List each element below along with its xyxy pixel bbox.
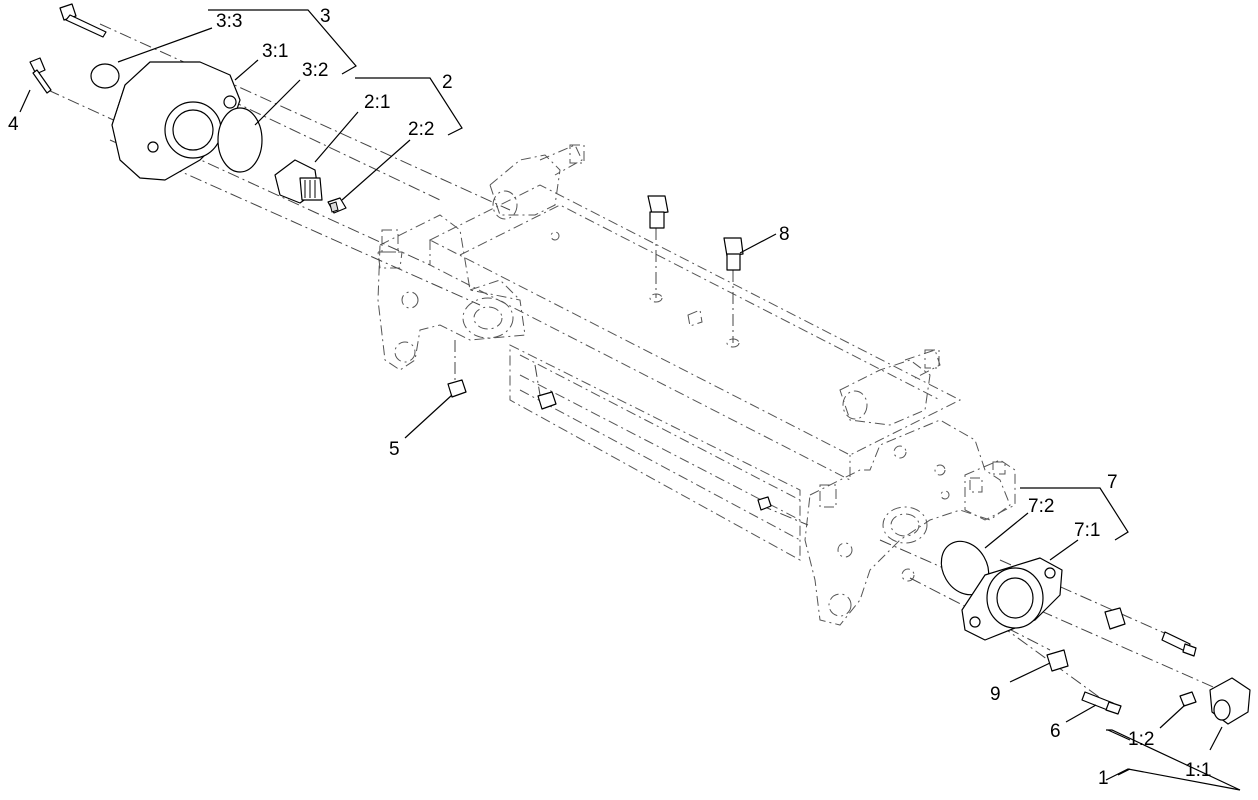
flange-part-7-1 <box>961 557 1063 641</box>
bolt-part-3-3 <box>59 3 107 38</box>
callout-1-2: 1:2 <box>1128 729 1154 750</box>
leader-lines <box>19 9 1241 791</box>
callout-3-1: 3:1 <box>262 41 288 62</box>
callout-4: 4 <box>8 114 19 135</box>
callout-8: 8 <box>779 224 790 245</box>
grease-fitting-part-2-2 <box>327 197 347 214</box>
screw-part-6a <box>1161 631 1197 657</box>
callout-1: 1 <box>1098 768 1109 789</box>
screw-part-6b <box>1081 691 1122 715</box>
bolt-part-8a <box>647 195 669 229</box>
nut-part-1-1 <box>1209 677 1251 725</box>
callout-6: 6 <box>1050 721 1061 742</box>
bolt-part-9b <box>1046 649 1069 672</box>
bolt-part-9a <box>1104 607 1126 630</box>
callout-7-2: 7:2 <box>1028 496 1054 517</box>
nut-small <box>757 496 772 511</box>
callout-2: 2 <box>442 72 453 93</box>
callout-2-2: 2:2 <box>408 119 434 140</box>
bolt-part-4 <box>29 57 52 94</box>
nut-part-5b <box>537 391 557 410</box>
flange-housing-part-3 <box>90 61 263 181</box>
callout-3-3: 3:3 <box>216 11 242 32</box>
callout-9: 9 <box>990 684 1001 705</box>
nut-part-2-1 <box>274 159 323 204</box>
callout-7-1: 7:1 <box>1074 520 1100 541</box>
callout-labels: 3:3 3 3:1 3:2 2 2:1 2:2 4 8 5 7 7:2 7:1 … <box>8 6 1211 789</box>
bolt-part-8b <box>723 237 744 271</box>
callout-2-1: 2:1 <box>364 92 390 113</box>
callout-7: 7 <box>1107 472 1118 493</box>
grease-fitting-part-1-2 <box>1179 691 1197 707</box>
callout-3: 3 <box>320 6 331 27</box>
nut-part-5a <box>447 379 467 398</box>
axle-frame <box>377 144 1016 626</box>
callout-1-1: 1:1 <box>1185 760 1211 781</box>
callout-3-2: 3:2 <box>302 60 328 81</box>
callout-5: 5 <box>389 439 400 460</box>
